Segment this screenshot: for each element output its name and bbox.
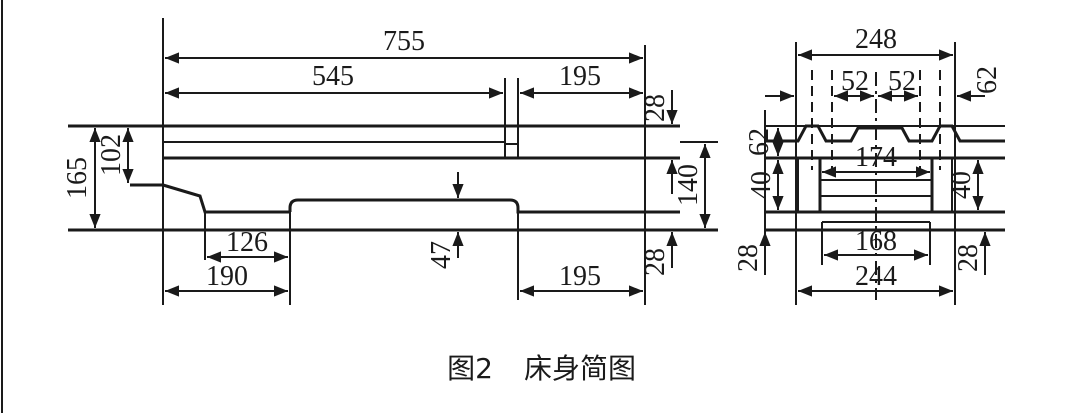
dim-label-62-top: 62	[972, 66, 1003, 94]
dim-label-168: 168	[855, 226, 897, 257]
dim-label-174: 174	[855, 142, 897, 173]
side-view: 755 545 195 126 190 195 165 102 28 140 4…	[62, 18, 718, 305]
dim-label-195-bottom: 195	[559, 261, 601, 292]
cross-section: 248 52 52 62 62 174 40 40 168 28 28 244	[733, 24, 1005, 305]
dim-label-40-right: 40	[946, 171, 977, 199]
dim-label-52-right: 52	[888, 66, 916, 97]
dim-label-28-left: 28	[733, 244, 764, 272]
dim-label-102: 102	[96, 134, 127, 176]
dim-label-545: 545	[312, 61, 354, 92]
dim-label-248: 248	[855, 24, 897, 55]
figure-title: 床身简图	[524, 352, 636, 385]
dim-label-244: 244	[855, 261, 897, 292]
dim-label-40-left: 40	[746, 171, 777, 199]
dim-label-140: 140	[673, 164, 704, 206]
dim-label-62-left: 62	[744, 128, 775, 156]
dim-label-190: 190	[206, 261, 248, 292]
dim-label-195-top: 195	[559, 61, 601, 92]
figure-caption: 图2 床身简图	[447, 352, 636, 385]
side-view-outline	[68, 18, 718, 305]
dim-label-47: 47	[426, 241, 457, 269]
dim-label-52-left: 52	[841, 66, 869, 97]
cross-section-outline	[764, 42, 1005, 305]
dim-label-28-top: 28	[640, 94, 671, 122]
dim-label-165: 165	[62, 157, 93, 199]
dim-label-28-bottom: 28	[640, 248, 671, 276]
dim-label-28-right: 28	[953, 244, 984, 272]
dim-label-126: 126	[226, 227, 268, 258]
dim-label-755: 755	[383, 26, 425, 57]
figure-number: 图2	[447, 352, 493, 385]
